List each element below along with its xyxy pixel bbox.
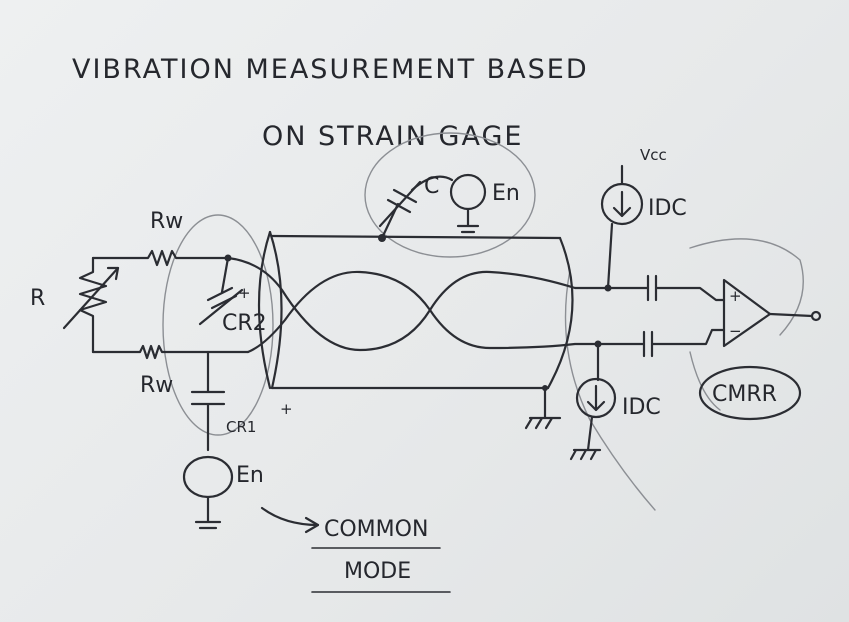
cable-end-left-back <box>257 230 272 390</box>
cable-end-left-front <box>268 230 283 390</box>
noise-coupling-circle <box>364 132 536 258</box>
shield-cap-wire <box>410 175 454 192</box>
variable-arrow-head <box>106 266 120 281</box>
current-arrow-top <box>612 190 632 218</box>
cr1-label: CR1 <box>226 418 256 436</box>
title-line-1: VIBRATION MEASUREMENT BASED <box>72 54 589 85</box>
cable-end-right <box>546 236 574 390</box>
coupling-cap-top <box>606 274 726 302</box>
current-source-top-lead <box>606 222 614 290</box>
opamp-triangle <box>722 278 772 348</box>
coupling-cap-bottom <box>596 328 726 358</box>
common-label: COMMON <box>324 517 428 542</box>
bottom-wire-resistor <box>91 344 250 360</box>
variable-arrow <box>62 266 120 330</box>
strain-gage-resistor <box>78 256 108 354</box>
mode-label: MODE <box>344 559 411 584</box>
vcc-label: Vcc <box>640 146 667 164</box>
idc-top-label: IDC <box>648 196 687 221</box>
cable-top-edge <box>270 234 562 240</box>
ground-top <box>456 207 480 234</box>
en-bottom-label: En <box>236 463 264 488</box>
current-source-top <box>600 182 644 226</box>
opamp-plus: + <box>729 287 742 305</box>
twisted-wire-a <box>226 256 610 352</box>
resistor-label: R <box>30 286 45 311</box>
ground-bottom-left <box>194 495 222 530</box>
twisted-wire-b <box>246 270 600 354</box>
shield-cap-label: C <box>424 174 439 199</box>
cr2-lead-top <box>220 256 230 294</box>
en-top-label: En <box>492 181 520 206</box>
cr2-arrow <box>198 288 244 326</box>
opamp-circle-low <box>689 351 721 411</box>
cr1-sign: + <box>280 400 293 418</box>
common-mode-arrow <box>260 506 320 527</box>
common-mode-arrowhead <box>304 516 320 534</box>
current-source-bottom <box>575 377 617 419</box>
cr1-capacitor <box>190 350 226 452</box>
rw-top-label: Rw <box>150 209 183 234</box>
opamp-output-wire <box>768 312 814 318</box>
idc-bottom-label: IDC <box>622 395 661 420</box>
ground-bottom-right <box>569 415 602 461</box>
source-circle <box>162 214 274 436</box>
noise-source-top <box>449 173 487 211</box>
cmrr-circle <box>698 365 802 421</box>
noise-source-bottom <box>182 455 234 499</box>
title-line-2: ON STRAIN GAGE <box>262 121 523 152</box>
cmrr-label: CMRR <box>712 382 777 407</box>
top-wire-resistor <box>91 249 230 267</box>
shield-ground <box>524 386 562 430</box>
current-arrow-bottom <box>586 384 606 412</box>
pencil-arc-right <box>564 269 656 511</box>
rw-bottom-label: Rw <box>140 373 173 398</box>
output-terminal <box>810 310 822 322</box>
opamp-circle <box>689 238 804 336</box>
opamp-minus: − <box>729 322 742 340</box>
cr2-sign: + <box>238 284 251 302</box>
